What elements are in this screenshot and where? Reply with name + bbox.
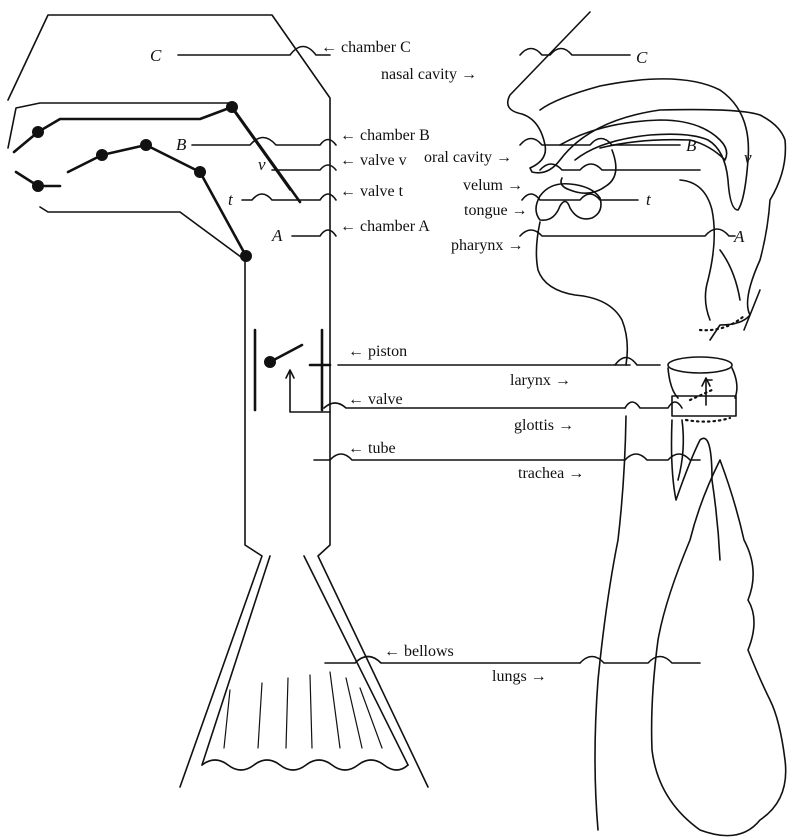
label-lungs: lungs → xyxy=(492,668,547,685)
label-trachea: trachea → xyxy=(518,465,584,482)
label-valve-text: valve xyxy=(368,391,403,408)
trachea-left-wall xyxy=(595,416,626,830)
label-pharynx-text: pharynx xyxy=(451,237,503,254)
arrow-tongue: → xyxy=(512,202,528,219)
label-pharynx: pharynx → xyxy=(451,237,523,254)
label-nasal-cavity-text: nasal cavity xyxy=(381,66,457,83)
label-chamber-c: ← chamber C xyxy=(321,39,411,56)
label-glottis: glottis → xyxy=(514,417,574,434)
neck-line xyxy=(744,290,760,330)
label-chamber-a-var: A xyxy=(418,218,430,235)
letter-b-left: B xyxy=(176,135,187,154)
label-bellows-text: bellows xyxy=(404,643,454,660)
label-tube-text: tube xyxy=(368,440,396,457)
label-valve-v: ← valve v xyxy=(340,152,407,169)
label-lungs-text: lungs xyxy=(492,668,527,685)
velum-shape xyxy=(561,150,616,193)
pharynx-front-wall xyxy=(536,222,627,365)
label-chamber-b: ← chamber B xyxy=(340,127,430,144)
epiglottis xyxy=(720,250,740,300)
piston-assembly xyxy=(255,330,330,412)
letter-t-left: t xyxy=(228,190,234,209)
arrow-velum: → xyxy=(507,177,523,194)
arrow-bellows: ← xyxy=(384,643,400,660)
label-glottis-text: glottis xyxy=(514,417,554,434)
label-chamber-b-text: chamber xyxy=(360,127,416,144)
label-bellows: ← bellows xyxy=(384,643,454,660)
label-trachea-text: trachea xyxy=(518,465,564,482)
pharynx-back-wall xyxy=(680,180,714,320)
label-piston: ← piston xyxy=(348,343,407,360)
label-chamber-c-text: chamber xyxy=(341,39,397,56)
arrow-glottis: → xyxy=(558,417,574,434)
letter-a-left: A xyxy=(271,226,283,245)
arrow-pharynx: → xyxy=(507,237,523,254)
trachea-right-wall xyxy=(678,420,683,480)
bellows-pleats xyxy=(224,672,382,748)
arrow-trachea: → xyxy=(568,465,584,482)
letter-b-right: B xyxy=(686,136,697,155)
label-valve-v-var: v xyxy=(399,152,407,169)
bellows-wavy-bottom xyxy=(202,760,408,770)
bellows-wall-right xyxy=(304,556,408,765)
bellows-wall-left xyxy=(202,556,270,765)
label-larynx: larynx → xyxy=(510,372,571,389)
arrow-chamber-a: ← xyxy=(340,218,356,235)
arrow-chamber-b: ← xyxy=(340,127,356,144)
letter-c-right: C xyxy=(636,48,648,67)
label-tube: ← tube xyxy=(348,440,396,457)
label-chamber-a: ← chamber A xyxy=(340,218,430,235)
arrow-piston: ← xyxy=(348,343,364,360)
label-velum: velum → xyxy=(463,177,523,194)
letter-c-left: C xyxy=(150,46,162,65)
label-chamber-a-text: chamber xyxy=(360,218,416,235)
label-valve-v-text: valve xyxy=(360,152,395,169)
arrow-larynx: → xyxy=(555,372,571,389)
label-valve: ← valve xyxy=(348,391,403,408)
arrow-chamber-c: ← xyxy=(321,39,337,56)
arrow-valve-v: ← xyxy=(340,152,356,169)
letter-t-right: t xyxy=(646,190,652,209)
trachea-inner-wall xyxy=(672,420,721,560)
arrow-nasal-cavity: → xyxy=(461,66,477,83)
label-chamber-b-var: B xyxy=(419,127,430,144)
letter-v-right: v xyxy=(744,148,752,167)
lungs-outline xyxy=(652,460,786,836)
label-chamber-c-var: C xyxy=(400,39,411,56)
arrow-valve-t: ← xyxy=(340,183,356,200)
label-piston-text: piston xyxy=(368,343,407,360)
arrow-oral-cavity: → xyxy=(496,149,512,166)
label-tongue: tongue → xyxy=(464,202,528,219)
letter-v-left: v xyxy=(258,155,266,174)
label-velum-text: velum xyxy=(463,177,504,194)
label-tongue-text: tongue xyxy=(464,202,508,219)
label-valve-t-text: valve xyxy=(360,183,395,200)
larynx-shape xyxy=(668,316,744,422)
label-nasal-cavity: nasal cavity → xyxy=(381,66,477,83)
articulator-rods xyxy=(14,101,300,262)
letter-a-right: A xyxy=(733,227,745,246)
label-oral-cavity-text: oral cavity xyxy=(424,149,492,166)
arrow-lungs: → xyxy=(531,668,547,685)
label-valve-t-var: t xyxy=(399,183,404,200)
label-larynx-text: larynx xyxy=(510,372,551,389)
arrow-valve: ← xyxy=(348,391,364,408)
label-oral-cavity: oral cavity → xyxy=(424,149,512,166)
label-valve-t: ← valve t xyxy=(340,183,404,200)
arrow-tube: ← xyxy=(348,440,364,457)
